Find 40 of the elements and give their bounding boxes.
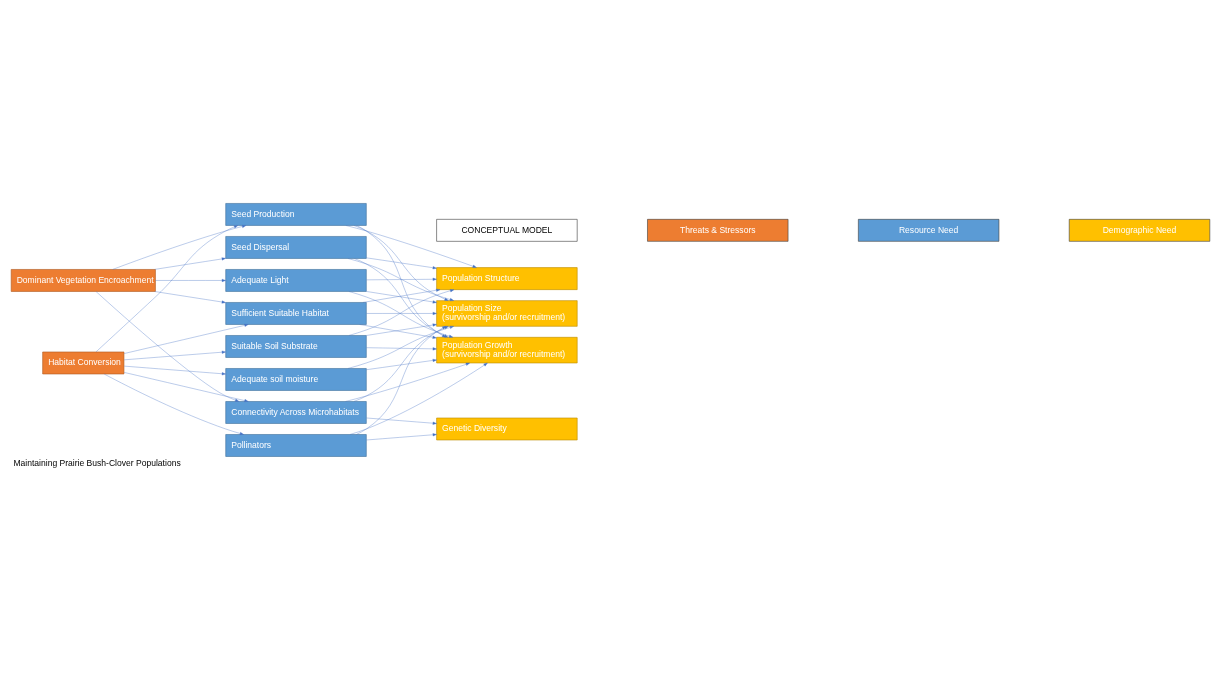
arrow bbox=[366, 347, 437, 351]
arrow bbox=[359, 324, 437, 339]
node-box: Adequate soil moisture bbox=[225, 368, 367, 391]
node-box: Genetic Diversity bbox=[436, 417, 578, 441]
arrow bbox=[124, 372, 249, 403]
arrow bbox=[124, 365, 226, 376]
node-box: Seed Dispersal bbox=[225, 236, 367, 259]
caption: Maintaining Prairie Bush-Clover Populations bbox=[13, 457, 181, 468]
arrow bbox=[95, 225, 239, 352]
arrow bbox=[154, 291, 226, 304]
arrow bbox=[104, 373, 244, 435]
arrow bbox=[347, 258, 454, 301]
node-box: Suitable Soil Substrate bbox=[225, 335, 367, 358]
arrow bbox=[345, 225, 477, 268]
legend-label: Resource Need bbox=[898, 224, 959, 235]
arrow bbox=[366, 312, 437, 315]
arrow bbox=[95, 291, 240, 402]
arrow bbox=[350, 362, 488, 435]
arrow bbox=[366, 323, 437, 336]
arrow bbox=[124, 350, 226, 361]
node-box: Adequate Light bbox=[225, 269, 367, 292]
arrow bbox=[366, 433, 437, 441]
arrow bbox=[154, 257, 226, 270]
node-box: Dominant Vegetation Encroachment bbox=[10, 269, 156, 292]
label: CONCEPTUAL MODEL bbox=[461, 224, 553, 235]
arrow bbox=[366, 257, 437, 270]
legend-label: Threats & Stressors bbox=[680, 224, 756, 235]
arrow bbox=[362, 288, 441, 303]
legend-label: Demographic Need bbox=[1102, 224, 1177, 235]
arrow bbox=[155, 279, 226, 282]
arrow bbox=[347, 325, 454, 369]
arrow bbox=[366, 291, 437, 304]
arrow bbox=[345, 362, 470, 402]
arrow bbox=[366, 277, 437, 281]
arrow bbox=[353, 225, 449, 301]
arrow bbox=[366, 358, 437, 370]
arrow bbox=[124, 323, 249, 354]
node-box: Habitat Conversion bbox=[42, 351, 125, 375]
arrow bbox=[366, 417, 437, 425]
arrow bbox=[112, 224, 247, 270]
